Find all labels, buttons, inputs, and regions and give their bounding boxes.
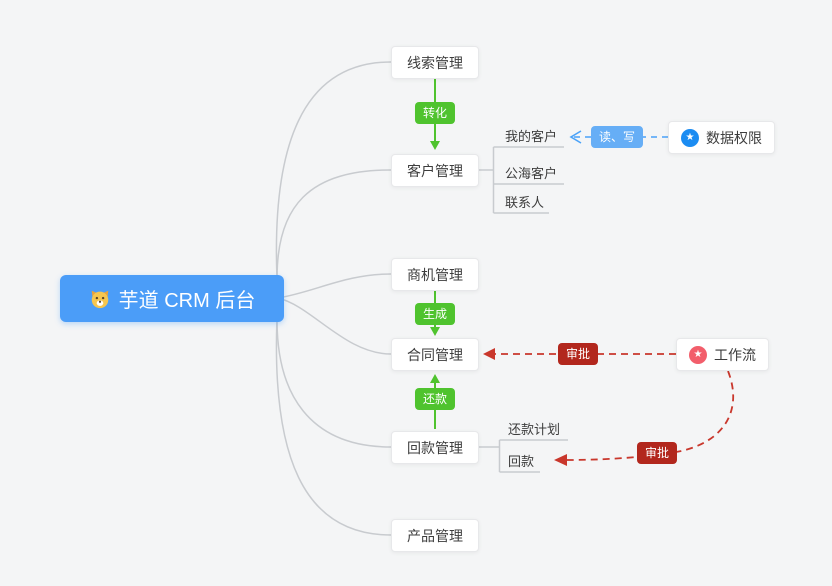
node-workflow: ★ 工作流 (676, 338, 769, 371)
edge-root-customer (276, 169, 392, 299)
child-public-customers: 公海客户 (505, 166, 558, 181)
node-contract-management: 合同管理 (391, 338, 479, 371)
node-label: 回款管理 (407, 439, 463, 456)
node-label: 客户管理 (407, 162, 463, 179)
edge-customer-children (479, 146, 564, 214)
arrowhead-left-blue (569, 130, 582, 144)
arrowhead-left-receipt (554, 454, 567, 466)
child-repayment-plan: 还款计划 (508, 422, 561, 437)
child-receipt: 回款 (508, 454, 535, 469)
node-label: 产品管理 (407, 527, 463, 544)
badge-repay: 还款 (414, 388, 456, 410)
edge-root-leads (275, 61, 392, 299)
green-arrows (430, 79, 440, 429)
badge-generate: 生成 (414, 303, 456, 325)
node-label: 数据权限 (706, 129, 762, 146)
edge-receivable-children (479, 439, 568, 473)
node-leads-management: 线索管理 (391, 46, 479, 79)
edge-root-product (275, 297, 392, 536)
node-receivable-management: 回款管理 (391, 431, 479, 464)
arrowhead-down-contract (430, 327, 440, 336)
badge-convert: 转化 (414, 102, 456, 124)
edge-root-business (277, 273, 392, 299)
node-data-permission: ★ 数据权限 (668, 121, 775, 154)
arrowhead-left-contract (483, 348, 495, 360)
badge-approve-receipt: 审批 (636, 442, 678, 464)
node-label: 线索管理 (407, 54, 463, 71)
node-product-management: 产品管理 (391, 519, 479, 552)
star-icon: ★ (689, 345, 707, 364)
node-label: 商机管理 (407, 266, 463, 283)
edge-root-receivable (276, 297, 392, 448)
dog-face-icon (89, 288, 111, 310)
root-node-crm-backend: 芋道 CRM 后台 (60, 275, 284, 322)
badge-approve-contract: 审批 (557, 343, 599, 365)
root-label: 芋道 CRM 后台 (118, 290, 256, 312)
child-contacts: 联系人 (505, 195, 545, 210)
node-customer-management: 客户管理 (391, 154, 479, 187)
badge-read-write: 读、写 (590, 126, 644, 148)
child-my-customers: 我的客户 (505, 129, 558, 144)
node-label: 合同管理 (407, 346, 463, 363)
edge-root-contract (277, 297, 392, 355)
arrowhead-up-contract (430, 374, 440, 383)
star-icon: ★ (681, 128, 699, 147)
gray-edges (275, 61, 568, 536)
node-label: 工作流 (714, 346, 756, 363)
arrowhead-down-customer (430, 141, 440, 150)
node-business-management: 商机管理 (391, 258, 479, 291)
